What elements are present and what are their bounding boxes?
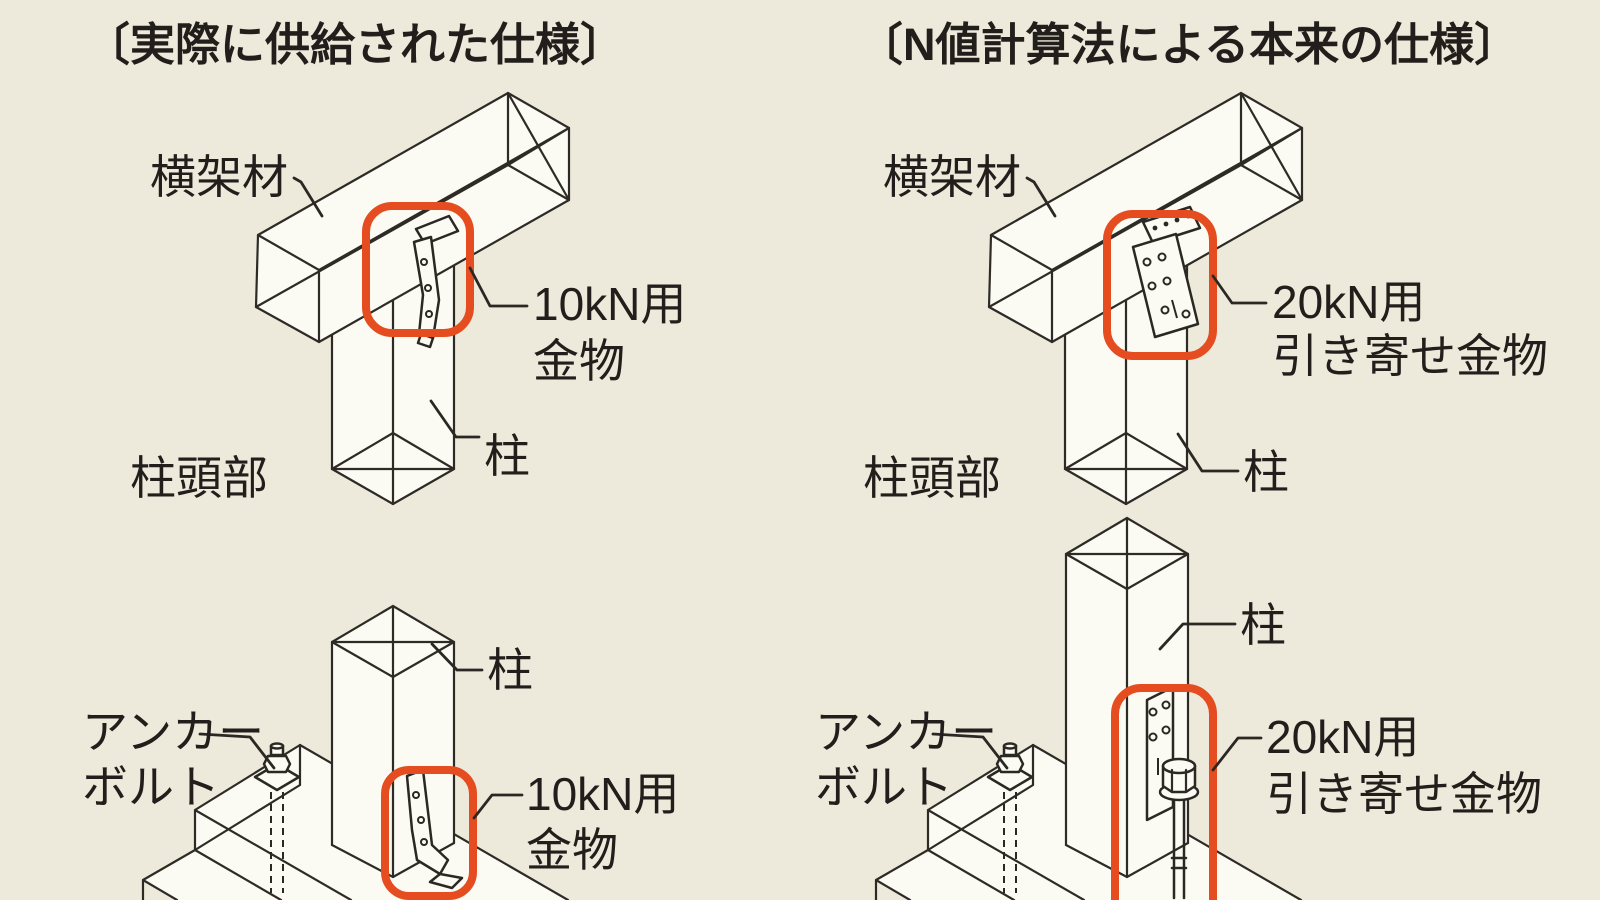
anchor-label-line2: ボルト bbox=[82, 761, 220, 813]
column-head-label: 柱頭部 bbox=[130, 452, 268, 504]
beam bbox=[254, 91, 571, 344]
hardware-label-line1: 10kN用 bbox=[533, 278, 686, 330]
leader-line bbox=[468, 266, 529, 308]
beam-label: 横架材 bbox=[883, 151, 1021, 203]
holddown-hardware bbox=[1131, 205, 1202, 339]
leader-line bbox=[292, 176, 324, 218]
beam-label: 横架材 bbox=[150, 151, 288, 203]
column-label: 柱 bbox=[487, 644, 533, 696]
right-top-diagram: 横架材 20kN用 引き寄せ金物 柱頭部 柱 bbox=[863, 91, 1548, 506]
left-title: 〔実際に供給された仕様〕 bbox=[85, 19, 625, 70]
hardware-label-line2: 金物 bbox=[526, 824, 618, 876]
left-bottom-diagram: アンカー ボルト 柱 10kN用 金物 bbox=[82, 604, 679, 900]
foundation-step bbox=[874, 848, 930, 900]
right-bottom-diagram: アンカー ボルト 柱 20kN用 引き寄せ金物 bbox=[815, 516, 1542, 900]
right-title: 〔N値計算法による本来の仕様〕 bbox=[858, 19, 1519, 70]
leader-line bbox=[1025, 176, 1057, 218]
strap-hardware bbox=[412, 214, 460, 349]
hardware-label-line2: 引き寄せ金物 bbox=[1272, 330, 1548, 382]
column-head-label: 柱頭部 bbox=[863, 452, 1001, 504]
leader-line bbox=[1211, 736, 1263, 772]
highlight-box bbox=[1111, 684, 1217, 900]
column-label: 柱 bbox=[1240, 599, 1286, 651]
left-top-diagram: 横架材 10kN用 金物 柱頭部 柱 bbox=[130, 91, 686, 506]
leader-line bbox=[1176, 432, 1240, 473]
column-label: 柱 bbox=[484, 430, 530, 482]
leader-line bbox=[1158, 622, 1237, 651]
anchor-label-line2: ボルト bbox=[815, 761, 953, 813]
foundation-step bbox=[141, 848, 197, 900]
holddown-hardware bbox=[1145, 685, 1200, 900]
leader-line bbox=[931, 732, 1009, 770]
anchor-bolt bbox=[986, 742, 1034, 893]
hardware-label-line1: 20kN用 bbox=[1272, 276, 1425, 328]
leader-line bbox=[198, 732, 276, 770]
highlight-box bbox=[381, 766, 477, 900]
hardware-label-line2: 引き寄せ金物 bbox=[1266, 768, 1542, 820]
highlight-box bbox=[1103, 210, 1217, 360]
hardware-label-line2: 金物 bbox=[533, 335, 625, 387]
leader-line bbox=[429, 399, 481, 439]
anchor-bolt bbox=[253, 742, 301, 893]
hardware-label-line1: 20kN用 bbox=[1266, 711, 1419, 763]
hardware-label-line1: 10kN用 bbox=[526, 768, 679, 820]
anchor-label-line1: アンカー bbox=[815, 706, 997, 758]
leader-line bbox=[430, 642, 484, 672]
leader-line bbox=[1211, 274, 1268, 305]
strap-hardware bbox=[405, 768, 464, 890]
column-label: 柱 bbox=[1243, 446, 1289, 498]
leader-line bbox=[472, 793, 524, 820]
anchor-label-line1: アンカー bbox=[82, 706, 264, 758]
